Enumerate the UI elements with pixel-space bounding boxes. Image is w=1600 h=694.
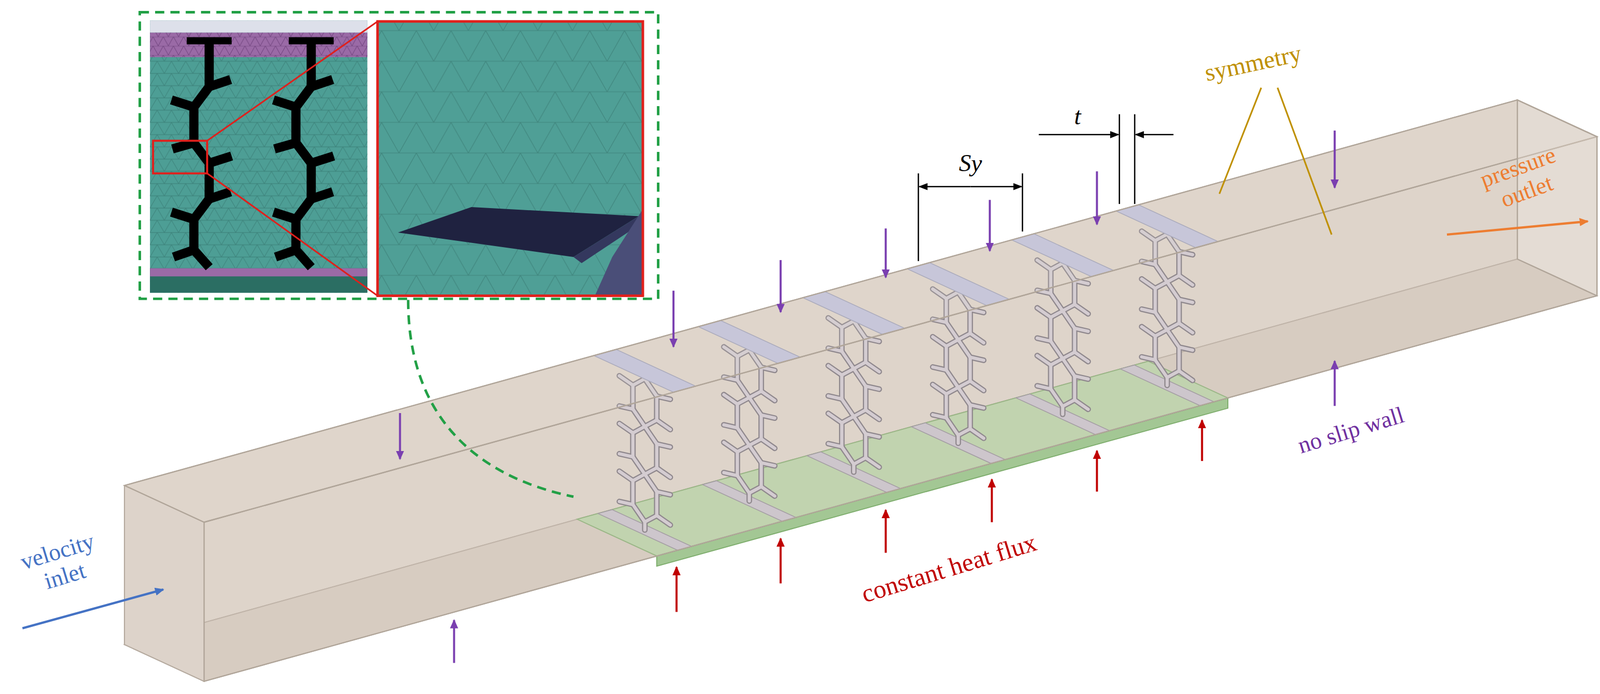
boundary-label: pressure outlet: [1459, 135, 1585, 224]
dimension-arrow: [919, 185, 971, 188]
zoom-box: [153, 141, 208, 174]
wall-arrow: [399, 413, 402, 460]
wall-arrow: [779, 260, 782, 313]
zoom-fin: [398, 207, 640, 258]
fin-stubs: [171, 79, 334, 258]
zoom-line: [207, 173, 378, 296]
heat-flux-arrow: [675, 567, 678, 613]
extension-line: [917, 173, 920, 262]
wall-arrow: [672, 290, 675, 348]
outlet-arrow: [1446, 221, 1589, 235]
boundary-label: constant heat flux: [858, 528, 1040, 608]
mesh-inset: [140, 12, 659, 498]
zoom-fin-base: [594, 209, 643, 297]
inlet-arrow: [22, 589, 164, 629]
zoom-line: [207, 21, 378, 141]
mesh-base: [149, 268, 368, 294]
heat-flux-arrow: [991, 479, 994, 523]
wall-arrow: [988, 199, 992, 251]
dimension-arrow: [1135, 134, 1174, 136]
heat-flux-arrow: [1200, 420, 1203, 462]
boundary-label: velocity inlet: [4, 524, 118, 604]
wall-arrow: [884, 228, 887, 278]
boundary-label: no slip wall: [1294, 402, 1408, 460]
heat-flux-arrow: [884, 510, 887, 553]
extension-line: [1134, 114, 1136, 205]
wall-arrow: [1096, 171, 1099, 225]
mesh-wall: [149, 32, 368, 58]
wall-arrow: [452, 620, 455, 664]
extension-line: [1021, 173, 1024, 232]
mesh-section: [149, 20, 368, 293]
extension-line: [1118, 114, 1121, 205]
dimension-label: Sy: [958, 149, 982, 177]
fin-top: [186, 37, 334, 45]
leader-line: [1277, 87, 1332, 235]
dimension-arrow: [970, 185, 1022, 188]
heat-flux-arrow: [779, 538, 782, 584]
heat-flux-arrow: [1096, 451, 1099, 492]
fin-section: [171, 40, 334, 268]
wall-arrow: [1333, 361, 1336, 406]
leader-line: [1219, 87, 1262, 195]
mesh-lines: [149, 20, 368, 293]
boundary-label: symmetry: [1202, 40, 1304, 87]
zoom-frame: [377, 21, 643, 296]
inset-leader: [408, 299, 574, 497]
zoom-view: [377, 21, 643, 296]
wall-arrow: [1333, 130, 1336, 188]
dimension-label: t: [1074, 103, 1082, 131]
dimension-arrow: [1038, 134, 1119, 136]
inset-frame: [140, 12, 659, 300]
zoom-mesh: [377, 21, 643, 296]
mesh-top: [149, 20, 368, 33]
fin-chain: [296, 40, 312, 268]
mesh-wall-lines: [149, 32, 368, 58]
mesh-base-wall: [149, 268, 368, 277]
